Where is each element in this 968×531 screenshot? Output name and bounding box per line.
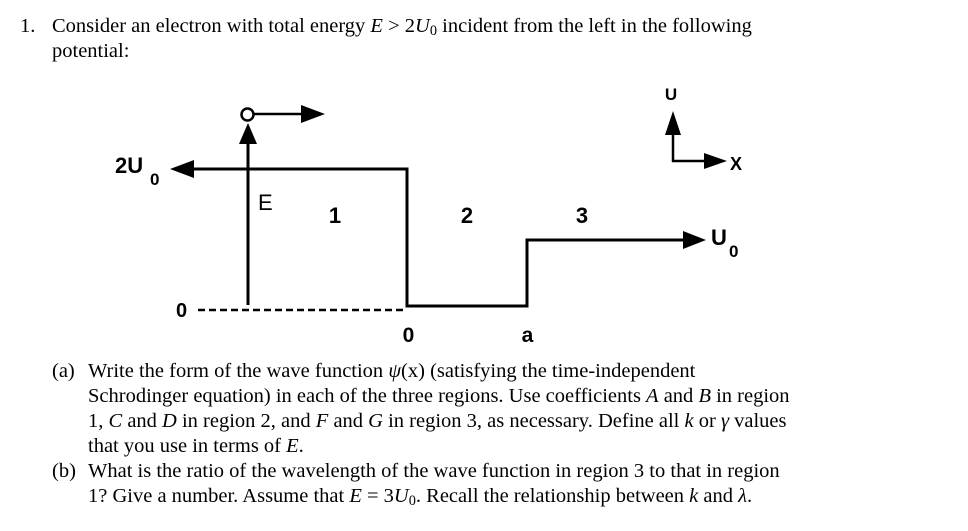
x-zero-label: 0 <box>403 324 415 347</box>
math-symbol: k <box>684 410 694 432</box>
problem-intro: 1. Consider an electron with total energ… <box>20 14 950 64</box>
math-symbol: A <box>646 385 659 407</box>
math-symbol: E <box>286 435 299 457</box>
text-run: 1? Give a number. Assume that <box>88 485 350 507</box>
potential-profile-line <box>192 167 684 308</box>
subscript: 0 <box>429 23 437 40</box>
math-symbol: k <box>689 485 699 507</box>
part-b-line: (b) What is the ratio of the wavelength … <box>52 459 952 484</box>
math-symbol: F <box>315 410 329 432</box>
energy-label: E <box>258 190 273 215</box>
electron-circle-icon <box>240 107 255 122</box>
left-arrowhead-icon <box>170 160 194 178</box>
text-run: and <box>658 385 699 407</box>
text-run: . <box>298 435 304 457</box>
text-run: (x) (satisfying the time-independent <box>401 360 696 382</box>
part-b-text: What is the ratio of the wavelength of t… <box>88 459 780 484</box>
incident-arrowhead-icon <box>301 105 325 123</box>
math-symbol: G <box>368 410 383 432</box>
math-symbol: E <box>349 485 362 507</box>
math-symbol: γ <box>720 410 730 432</box>
axis-x-label: X <box>730 154 742 174</box>
text-run: = 3 <box>361 485 394 507</box>
question-parts: (a) Write the form of the wave function … <box>52 359 952 509</box>
text-run: and <box>698 485 739 507</box>
text-run: What is the ratio of the wavelength of t… <box>88 460 780 482</box>
part-a-text: 1, C and D in region 2, and F and G in r… <box>88 409 787 434</box>
region-label-1: 1 <box>329 203 341 228</box>
part-b-line: 1? Give a number. Assume that E = 3U0. R… <box>52 484 952 509</box>
text-run: > 2 <box>382 15 416 37</box>
right-level-subscript: 0 <box>729 242 738 261</box>
part-a-line: (a) Write the form of the wave function … <box>52 359 952 384</box>
subscript: 0 <box>408 493 416 510</box>
region-label-2: 2 <box>461 203 473 228</box>
axis-u-label: U <box>665 85 677 104</box>
problem-number: 1. <box>20 15 36 37</box>
right-level-label: U <box>711 225 727 250</box>
part-a-line: 1, C and D in region 2, and F and G in r… <box>52 409 952 434</box>
text-run: 1, <box>88 410 109 432</box>
math-symbol: U <box>393 485 409 507</box>
math-symbol: λ <box>738 485 748 507</box>
math-symbol: D <box>162 410 177 432</box>
math-symbol: U <box>415 15 430 37</box>
text-run: in region <box>710 385 790 407</box>
math-symbol: B <box>698 385 711 407</box>
math-symbol: ψ <box>388 360 402 382</box>
region-label-3: 3 <box>576 203 588 228</box>
left-level-subscript: 0 <box>150 170 159 189</box>
intro-line-text: Consider an electron with total energy E… <box>52 14 752 39</box>
part-a-line: that you use in terms of E. <box>52 434 952 459</box>
text-run: and <box>328 410 369 432</box>
text-run: potential: <box>52 40 130 62</box>
math-symbol: E <box>370 15 383 37</box>
text-run: or <box>693 410 721 432</box>
text-run: that you use in terms of <box>88 435 287 457</box>
x-a-label: a <box>522 324 534 347</box>
zero-energy-label: 0 <box>176 300 187 322</box>
energy-arrowhead-icon <box>239 123 257 144</box>
text-run: . Recall the relationship between <box>415 485 690 507</box>
text-run: in region 2, and <box>176 410 316 432</box>
part-a-label: (a) <box>52 360 75 382</box>
part-b-label: (b) <box>52 460 76 482</box>
text-run: Write the form of the wave function <box>88 360 389 382</box>
part-a-text: Schrodinger equation) in each of the thr… <box>88 384 790 409</box>
text-run: Consider an electron with total energy <box>52 15 371 37</box>
axis-u-arrowhead-icon <box>665 111 681 135</box>
text-run: and <box>122 410 163 432</box>
part-a-text: Write the form of the wave function ψ(x)… <box>88 359 695 384</box>
text-run: incident from the left in the following <box>437 15 752 37</box>
part-b-text: 1? Give a number. Assume that E = 3U0. R… <box>88 484 752 509</box>
text-run: in region 3, as necessary. Define all <box>382 410 685 432</box>
part-a-text: that you use in terms of E. <box>88 434 304 459</box>
intro-line: potential: <box>20 39 950 64</box>
intro-line-text: potential: <box>52 39 129 64</box>
text-run: Schrodinger equation) in each of the thr… <box>88 385 647 407</box>
math-symbol: C <box>108 410 123 432</box>
intro-line: 1. Consider an electron with total energ… <box>20 14 950 39</box>
left-level-label: 2U <box>115 153 143 178</box>
part-a-line: Schrodinger equation) in each of the thr… <box>52 384 952 409</box>
text-run: values <box>729 410 787 432</box>
text-run: . <box>747 485 753 507</box>
axis-x-arrowhead-icon <box>704 153 727 169</box>
right-arrowhead-icon <box>683 231 706 249</box>
